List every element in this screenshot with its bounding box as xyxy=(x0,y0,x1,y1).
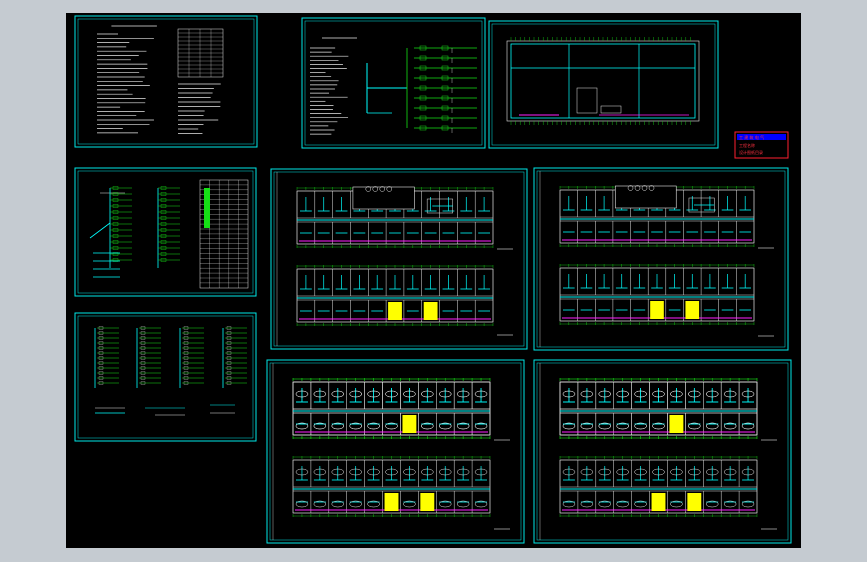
roof-plan-sheet[interactable] xyxy=(488,20,719,149)
design-notes-sheet[interactable] xyxy=(74,15,258,148)
floor-plan-3-sheet[interactable] xyxy=(266,359,525,544)
stamp-line-2: 设计图纸目录 xyxy=(739,149,763,155)
stamp-title: 工 建 筑 电 气 xyxy=(739,134,764,140)
floor-plan-2-sheet[interactable] xyxy=(533,167,789,351)
stamp-line-1: 工程名称 xyxy=(739,142,755,148)
model-space-canvas[interactable]: 工 建 筑 电 气工程名称设计图纸目录 xyxy=(66,13,801,548)
system-notes-sheet[interactable] xyxy=(301,17,486,149)
floor-plan-4-sheet[interactable] xyxy=(533,359,792,544)
riser-diagram-2-sheet[interactable] xyxy=(74,312,257,442)
floor-plan-1-sheet[interactable] xyxy=(270,168,528,350)
riser-diagram-1-sheet[interactable] xyxy=(74,167,257,297)
